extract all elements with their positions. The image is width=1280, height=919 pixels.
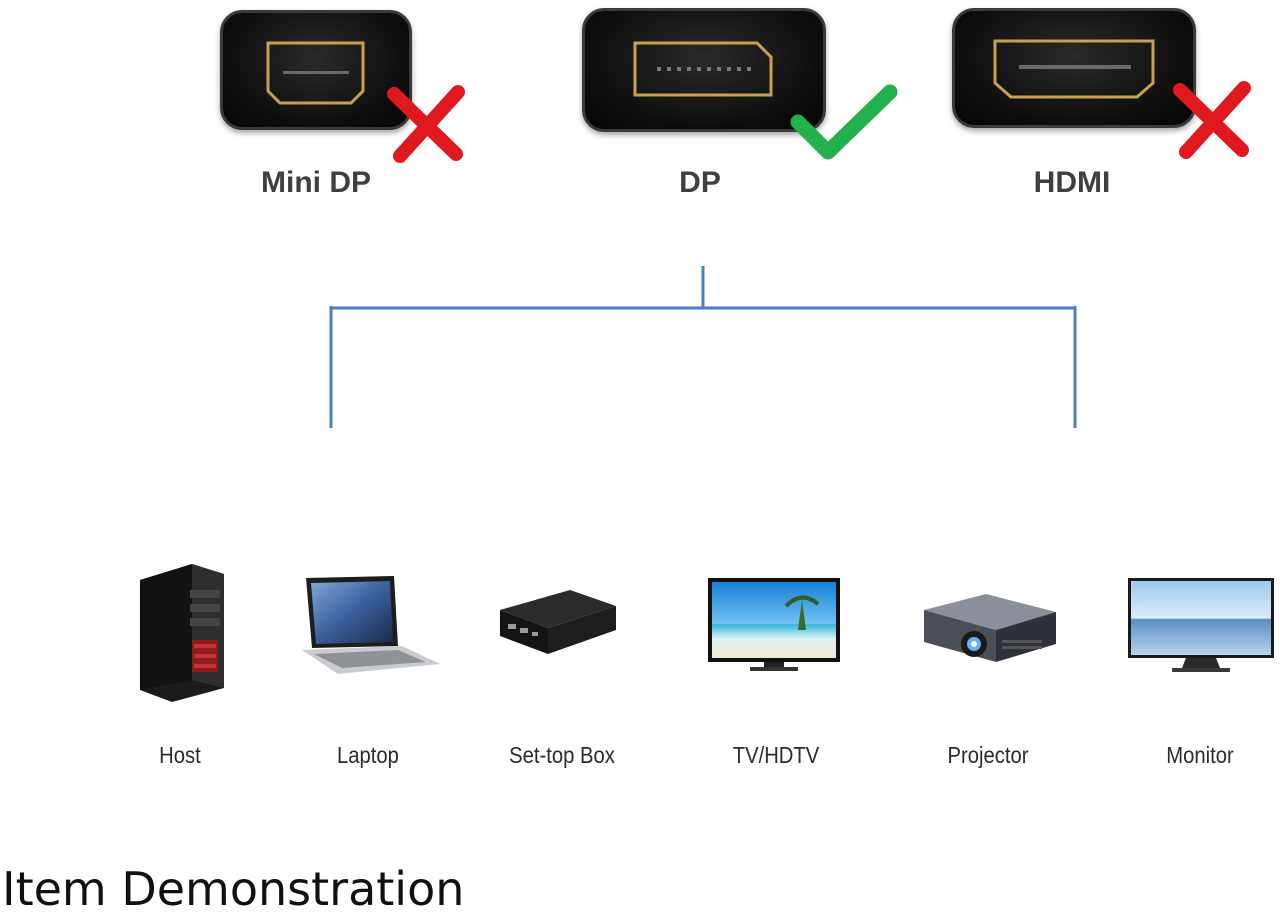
monitor-icon	[1128, 578, 1274, 672]
pc-tower-icon	[140, 564, 224, 702]
device-label: Set-top Box	[509, 742, 615, 768]
device-label: Monitor	[1166, 742, 1234, 768]
tv-icon	[708, 578, 840, 671]
device-label: Laptop	[337, 742, 399, 768]
check-mark-icon	[790, 84, 898, 160]
device-label: Host	[159, 742, 201, 768]
cross-mark-icon	[387, 85, 465, 163]
device-label: Projector	[947, 742, 1029, 768]
laptop-icon	[302, 576, 440, 674]
page-caption: Item Demonstration	[2, 862, 465, 916]
mini-dp-port-icon	[220, 10, 412, 130]
set-top-box-icon	[500, 590, 616, 654]
connector-label: HDMI	[1033, 166, 1111, 199]
device-label: TV/HDTV	[732, 742, 820, 768]
projector-icon	[924, 594, 1056, 662]
dp-port-icon	[582, 8, 826, 132]
hdmi-port-icon	[952, 8, 1196, 128]
connector-label: Mini DP	[261, 166, 371, 199]
connector-label: DP	[679, 166, 721, 199]
cross-mark-icon	[1173, 81, 1251, 159]
